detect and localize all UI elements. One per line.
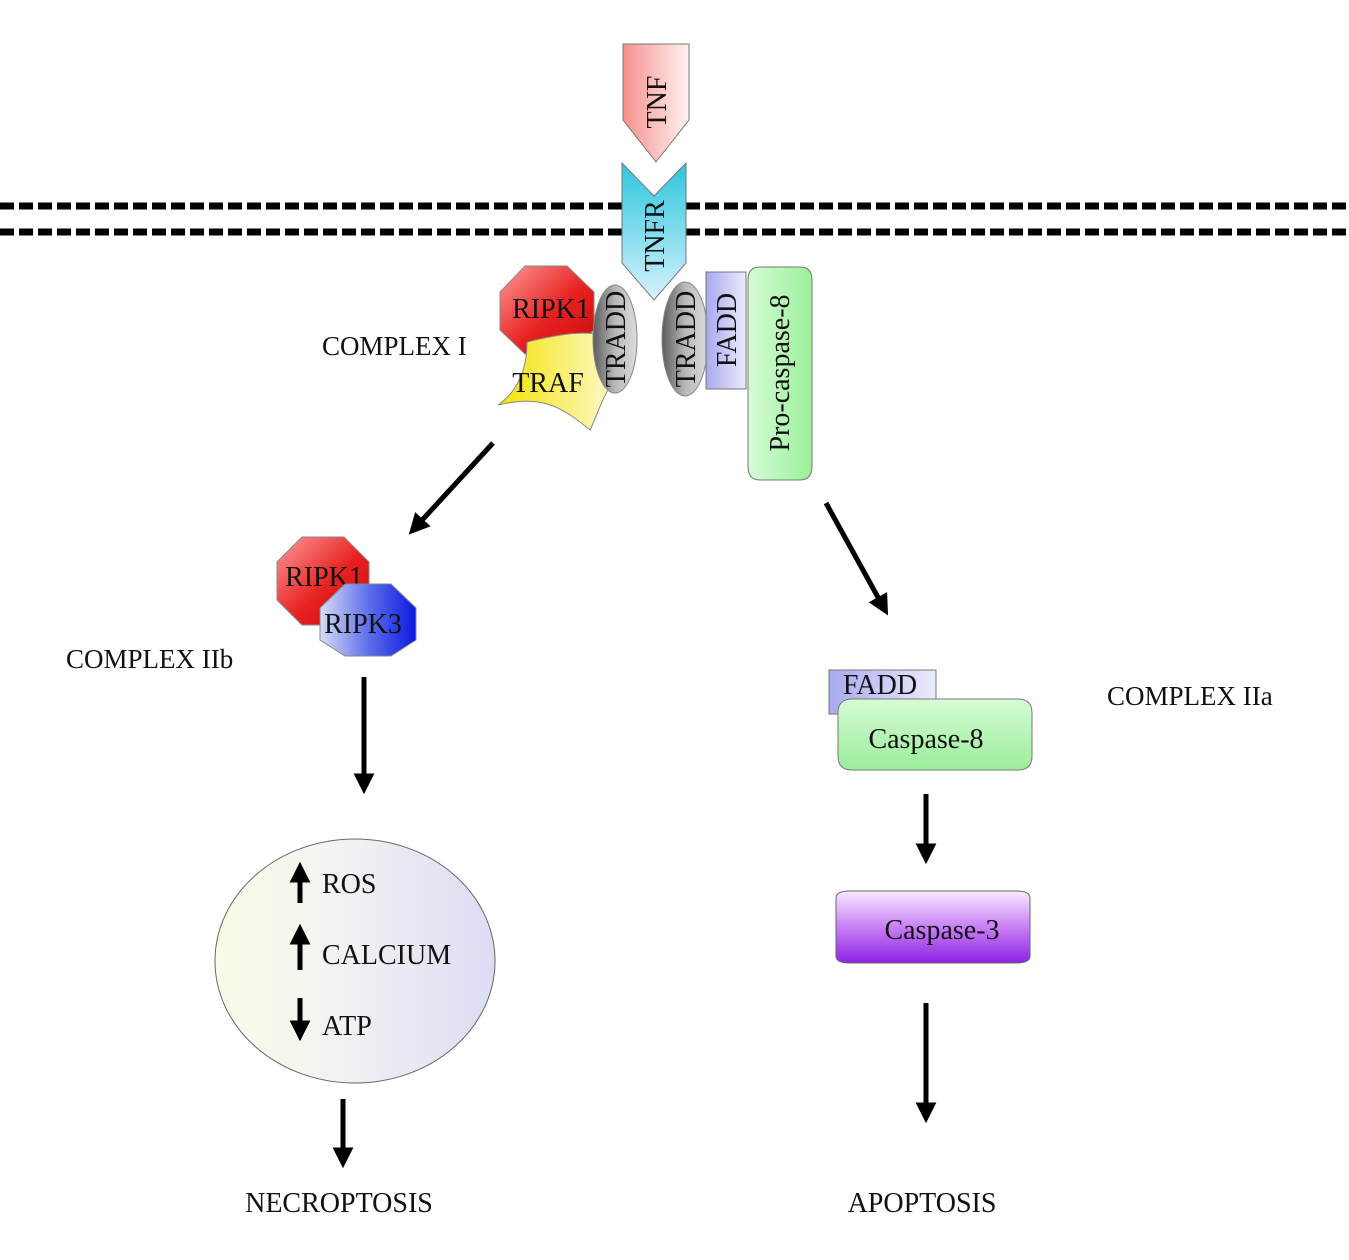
- tnfr-label: TNFR: [640, 200, 671, 272]
- arrow-to-complex-iia: [823, 501, 889, 616]
- caspase-3-label: Caspase-3: [884, 915, 999, 946]
- calcium-label: CALCIUM: [322, 940, 451, 971]
- cell-effects: ROS CALCIUM ATP: [214, 838, 496, 1084]
- caspase-3: Caspase-3: [835, 890, 1031, 964]
- complex-iia-label: COMPLEX IIa: [1107, 681, 1273, 711]
- tradd-right: TRADD: [661, 281, 709, 397]
- complex-i-label: COMPLEX I: [322, 331, 467, 361]
- tradd-left: TRADD: [592, 284, 638, 394]
- ripk3-label: RIPK3: [324, 609, 402, 640]
- caspase-8: Caspase-8: [837, 698, 1033, 771]
- arrow-to-complex-iib: [408, 441, 495, 535]
- tradd-left-label: TRADD: [601, 291, 632, 387]
- complex-iib-label: COMPLEX IIb: [66, 644, 233, 674]
- fadd-complex-iia-label: FADD: [843, 670, 917, 701]
- necroptosis-label: NECROPTOSIS: [245, 1188, 433, 1219]
- apoptosis-label: APOPTOSIS: [848, 1188, 997, 1219]
- ripk3-protein: RIPK3: [319, 583, 417, 657]
- cell-membrane: [0, 202, 1349, 236]
- traf-label: TRAF: [512, 368, 584, 399]
- procaspase-8-label: Pro-caspase-8: [765, 294, 796, 451]
- ripk1-complex-i-label: RIPK1: [512, 294, 590, 325]
- tnfr-receptor: TNFR: [621, 161, 687, 301]
- ripk1-complex-i: RIPK1: [499, 265, 595, 355]
- procaspase-8: Pro-caspase-8: [747, 266, 813, 481]
- tradd-right-label: TRADD: [671, 291, 702, 387]
- tnf-ligand: TNF: [622, 43, 690, 163]
- atp-label: ATP: [322, 1011, 372, 1042]
- ros-label: ROS: [322, 869, 376, 900]
- caspase-8-label: Caspase-8: [868, 724, 983, 755]
- fadd-complex-i: FADD: [705, 271, 747, 390]
- fadd-complex-i-label: FADD: [712, 293, 743, 367]
- tnf-label: TNF: [642, 76, 673, 129]
